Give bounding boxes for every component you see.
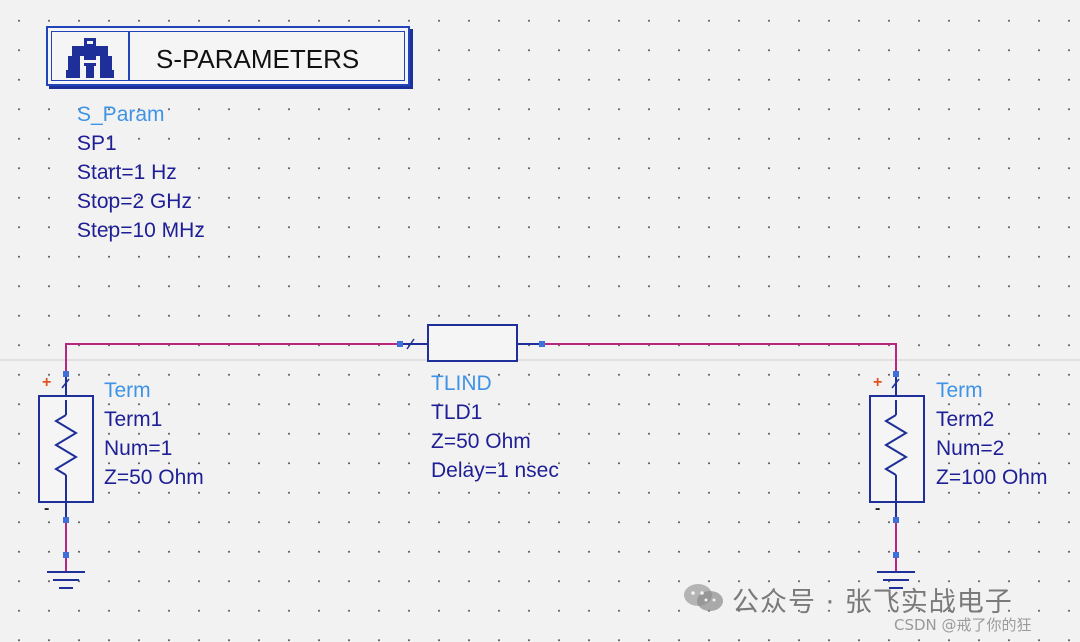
term2-minus-sign: - <box>875 500 881 517</box>
term1-type-label: Term <box>104 379 151 402</box>
sp-controller-icon <box>66 38 114 78</box>
sp-stop-param: Stop=2 GHz <box>77 190 192 213</box>
term1-symbol <box>38 372 94 520</box>
term1-pin-bottom <box>63 517 69 523</box>
tline-impedance-param: Z=50 Ohm <box>431 430 531 453</box>
sp-controller-inner-border: S-PARAMETERS <box>51 31 405 81</box>
term2-instance-label: Term2 <box>936 408 995 431</box>
ground-icon <box>877 571 915 589</box>
term2-impedance-param: Z=100 Ohm <box>936 466 1048 489</box>
sp-start-param: Start=1 Hz <box>77 161 177 184</box>
term2-symbol <box>869 372 925 520</box>
term1-plus-sign: + <box>42 374 52 391</box>
sp-instance-label: SP1 <box>77 132 117 155</box>
term2-pin-tick <box>891 378 900 389</box>
sp-type-label: S_Param <box>77 103 165 126</box>
term2-pin-bottom <box>893 517 899 523</box>
term1-instance-label: Term1 <box>104 408 163 431</box>
csdn-watermark: CSDN @戒了你的狂 <box>894 616 1032 634</box>
wire-tline-to-term2 <box>542 343 897 400</box>
sp-controller-divider <box>128 32 130 80</box>
term2-pin-top <box>893 371 899 377</box>
sp-controller-title: S-PARAMETERS <box>156 44 360 74</box>
tline-delay-param: Delay=1 nsec <box>431 459 559 482</box>
term1-ground-pin <box>63 552 69 558</box>
term1-num-param: Num=1 <box>104 437 173 460</box>
term1-minus-sign: - <box>44 500 50 517</box>
term2-ground-pin <box>893 552 899 558</box>
term2-resistor <box>884 414 908 476</box>
tline-symbol <box>400 324 542 362</box>
ground-icon <box>47 571 85 589</box>
wechat-icon <box>684 584 723 611</box>
term2-type-label: Term <box>936 379 983 402</box>
sp-step-param: Step=10 MHz <box>77 219 205 242</box>
tline-pin1-tick <box>406 338 415 350</box>
tline-instance-label: TLD1 <box>431 401 483 424</box>
term1-pin-top <box>63 371 69 377</box>
tline-body <box>427 324 518 362</box>
watermark-text: 公众号 · 张飞实战电子 <box>732 587 1013 618</box>
sp-controller-block[interactable]: S-PARAMETERS <box>46 26 410 86</box>
tline-pin1 <box>397 341 403 347</box>
tline-pin2 <box>539 341 545 347</box>
term1-resistor <box>54 414 78 476</box>
term2-plus-sign: + <box>873 374 883 391</box>
term1-impedance-param: Z=50 Ohm <box>104 466 204 489</box>
term2-num-param: Num=2 <box>936 437 1005 460</box>
tline-type-label: TLIND <box>431 372 492 395</box>
term1-pin-tick <box>61 378 70 389</box>
